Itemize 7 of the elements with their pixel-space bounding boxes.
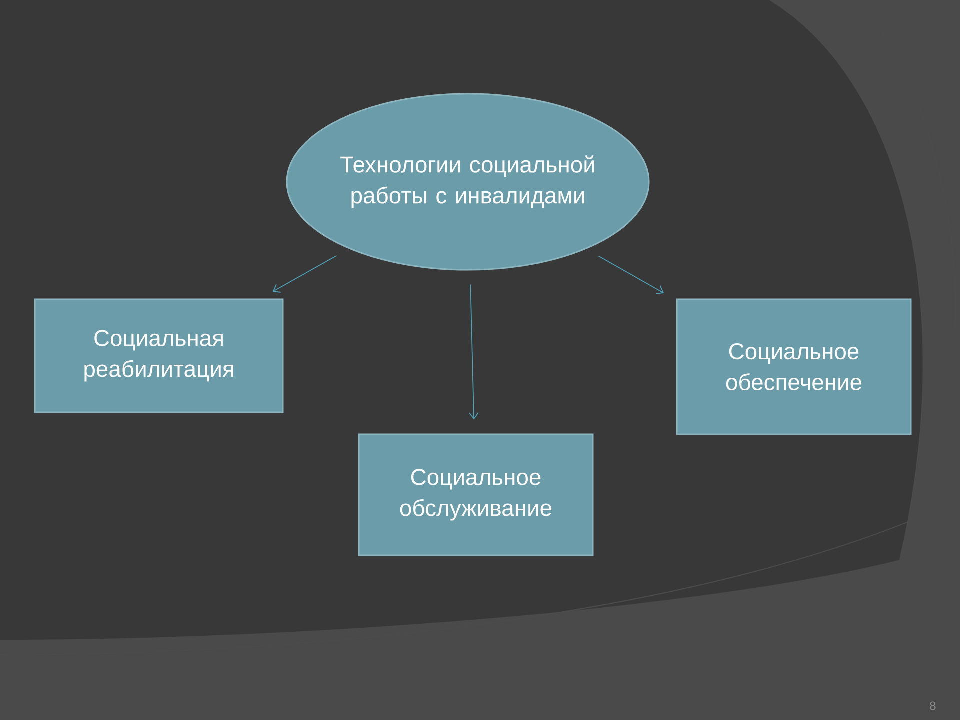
category-box: Социальная реабилитация: [34, 298, 284, 414]
arrow: [272, 255, 338, 293]
arrow: [598, 256, 664, 294]
category-box: Социальное обеспечение: [676, 298, 912, 436]
page-number: 8: [930, 702, 936, 710]
arrow: [468, 284, 479, 420]
category-box: Социальное обслуживание: [358, 434, 594, 556]
